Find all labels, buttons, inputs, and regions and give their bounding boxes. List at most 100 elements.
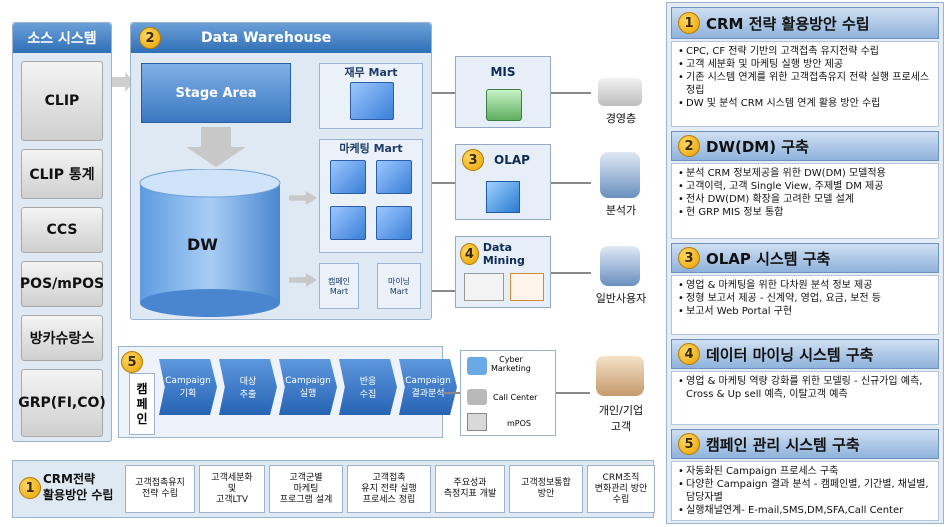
source-to-dw-arrow <box>112 72 134 92</box>
connector-line <box>556 392 590 394</box>
marketing-cube-icon <box>330 206 366 240</box>
source-systems-title: 소스 시스템 <box>13 23 111 53</box>
dw-cylinder <box>139 169 281 317</box>
mining-header: 4 Data Mining <box>456 237 550 271</box>
dw-number-badge: 2 <box>139 27 161 49</box>
marketing-mart-title: 마케팅 Mart <box>339 142 403 155</box>
executive-user-icon <box>598 78 642 106</box>
summary-item: DW 및 분석 CRM 시스템 연계 활용 방안 수립 <box>678 97 932 110</box>
campaign-step: 대상 추출 <box>219 359 277 415</box>
summary-section-header: 1 CRM 전략 활용방안 수립 <box>671 7 939 39</box>
connector-line <box>432 290 455 292</box>
summary-number-badge: 5 <box>678 433 700 455</box>
crm-strategy-cell: 고객세분화 및 고객LTV <box>199 465 265 513</box>
summary-section-title: CRM 전략 활용방안 수립 <box>706 14 870 33</box>
general-user-label: 일반사용자 <box>595 292 647 305</box>
dw-label: DW <box>187 235 218 254</box>
summary-item: 분석 CRM 정보제공을 위한 DW(DM) 모델적용 <box>678 167 932 180</box>
summary-section-header: 5 캠페인 관리 시스템 구축 <box>671 429 939 459</box>
dw-to-mart-arrow <box>289 273 317 287</box>
stage-to-dw-arrow <box>186 127 246 167</box>
summary-item: 고객이력, 고객 Single View, 주제별 DM 제공 <box>678 180 932 193</box>
olap-number-badge: 3 <box>462 149 484 171</box>
connector-line <box>432 182 455 184</box>
olap-title: OLAP <box>494 153 530 167</box>
dw-header: 2 Data Warehouse <box>131 23 431 53</box>
crm-strategy-number-badge: 1 <box>19 477 41 499</box>
summary-section-title: 데이터 마이닝 시스템 구축 <box>706 345 874 364</box>
finance-mart-title: 재무 Mart <box>344 66 398 79</box>
summary-section-list: 영업 & 마케팅 역량 강화를 위한 모델링 - 신규가입 예측, Cross … <box>671 371 939 425</box>
dw-to-mart-arrow <box>289 191 317 205</box>
crm-strategy-cell: 고객접촉유지 전략 수립 <box>125 465 195 513</box>
campaign-step: Campaign 실행 <box>279 359 337 415</box>
crm-strategy-cell: CRM조직 변화관리 방안 수립 <box>587 465 655 513</box>
summary-item: 영업 & 마케팅 역량 강화를 위한 모델링 - 신규가입 예측, Cross … <box>678 375 932 401</box>
summary-item: 현 GRP MIS 정보 통합 <box>678 206 932 219</box>
marketing-cube-icon <box>376 206 412 240</box>
campaign-side-label-box: 캠 페 인 <box>129 373 155 435</box>
mis-title: MIS <box>490 65 516 79</box>
campaign-number-badge: 5 <box>121 351 143 373</box>
right-summary-panel: 1 CRM 전략 활용방안 수립 CPC, CF 전략 기반의 고객접촉 유지전… <box>666 2 944 524</box>
olap-box: 3 OLAP <box>455 144 551 220</box>
source-item-clip: CLIP <box>21 61 103 141</box>
mining-chart-icon <box>510 273 544 301</box>
source-item-pos: POS/mPOS <box>20 261 104 307</box>
campaign-step: Campaign 기획 <box>159 359 217 415</box>
summary-section-title: DW(DM) 구축 <box>706 137 809 156</box>
source-item-clip-stats: CLIP 통계 <box>21 149 103 199</box>
data-mining-box: 4 Data Mining <box>455 236 551 308</box>
crm-strategy-title: CRM전략 활용방안 수립 <box>43 472 114 502</box>
summary-section-header: 3 OLAP 시스템 구축 <box>671 243 939 273</box>
connector-line <box>551 272 591 274</box>
summary-item: 영업 & 마케팅을 위한 다차원 분석 정보 제공 <box>678 279 932 292</box>
channels-box: Cyber Marketing Call Center mPOS <box>460 350 556 436</box>
source-item-ccs: CCS <box>21 207 103 253</box>
summary-section-list: CPC, CF 전략 기반의 고객접촉 유지전략 수립 고객 세분화 및 마케팅… <box>671 41 939 127</box>
data-warehouse-panel: 2 Data Warehouse Stage Area DW 재무 Mart 마… <box>130 22 432 320</box>
summary-item: 보고서 Web Portal 구현 <box>678 305 932 318</box>
mining-title: Data Mining <box>482 241 525 267</box>
finance-mart-cube-icon <box>350 82 394 120</box>
crm-strategy-cell: 고객정보통합 방안 <box>509 465 583 513</box>
source-item-bancassurance: 방카슈랑스 <box>21 315 103 361</box>
marketing-cube-icon <box>330 160 366 194</box>
dw-title: Data Warehouse <box>201 30 332 46</box>
crm-strategy-cell: 주요성과 측정지표 개발 <box>435 465 505 513</box>
campaign-step: 반응 수집 <box>339 359 397 415</box>
summary-item: 실행채널연계- E-mail,SMS,DM,SFA,Call Center <box>678 504 932 517</box>
mining-mart: 마이닝 Mart <box>377 263 421 309</box>
mining-diagram-icon <box>464 273 504 301</box>
campaign-mart-label: 캠페인 Mart <box>327 277 351 296</box>
summary-item: 자동화된 Campaign 프로세스 구축 <box>678 465 932 478</box>
stage-area-label: Stage Area <box>175 85 257 101</box>
summary-section-title: 캠페인 관리 시스템 구축 <box>706 435 860 454</box>
crm-strategy-cell: 고객접촉 유지 전략 실행 프로세스 정립 <box>347 465 431 513</box>
crm-strategy-bar: 1 CRM전략 활용방안 수립 고객접촉유지 전략 수립 고객세분화 및 고객L… <box>12 460 655 518</box>
call-center-icon <box>467 389 487 405</box>
summary-number-badge: 3 <box>678 247 700 269</box>
connector-line <box>551 182 591 184</box>
summary-item: 정형 보고서 제공 - 신계약, 영업, 요금, 보전 등 <box>678 292 932 305</box>
mining-mart-label: 마이닝 Mart <box>387 277 411 296</box>
summary-section-list: 영업 & 마케팅을 위한 다차원 분석 정보 제공 정형 보고서 제공 - 신계… <box>671 275 939 335</box>
general-user-icon <box>600 246 640 286</box>
campaign-step: Campaign 결과분석 <box>399 359 457 415</box>
summary-section-list: 자동화된 Campaign 프로세스 구축 다양한 Campaign 결과 분석… <box>671 461 939 521</box>
stage-area: Stage Area <box>141 63 291 123</box>
campaign-side-label: 캠 페 인 <box>136 381 148 426</box>
campaign-panel: 5 캠 페 인 Campaign 기획 대상 추출 Campaign 실행 반응… <box>118 346 457 438</box>
chart-magnifier-icon <box>486 89 522 121</box>
summary-section-title: OLAP 시스템 구축 <box>706 249 831 268</box>
summary-section-header: 4 데이터 마이닝 시스템 구축 <box>671 339 939 369</box>
summary-item: 전사 DW(DM) 확장을 고려한 모델 설계 <box>678 193 932 206</box>
summary-section-header: 2 DW(DM) 구축 <box>671 131 939 161</box>
olap-cube-icon <box>486 181 520 213</box>
summary-item: 기존 시스템 연계를 위한 고객접촉유지 전략 실행 프로세스 정립 <box>678 71 932 97</box>
mpos-label: mPOS <box>507 419 531 428</box>
summary-number-badge: 1 <box>678 12 700 34</box>
customer-label: 개인/기업 고객 <box>598 404 644 433</box>
crm-strategy-cells: 고객접촉유지 전략 수립 고객세분화 및 고객LTV 고객군별 마케팅 프로그램… <box>125 465 655 513</box>
olap-header: 3 OLAP <box>456 145 550 175</box>
